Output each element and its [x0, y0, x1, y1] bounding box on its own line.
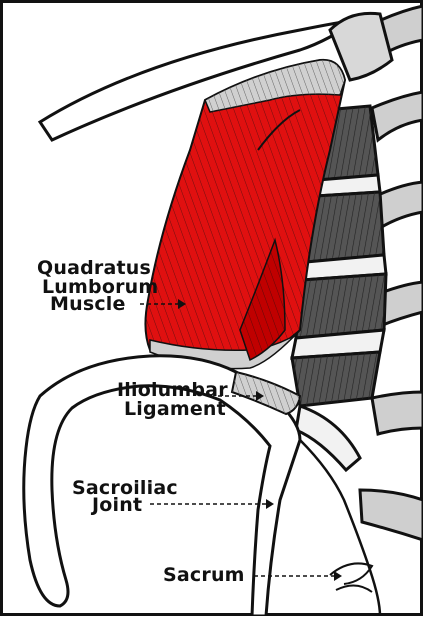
- label-quadratus-line3: Muscle: [50, 294, 126, 315]
- label-sacrum: Sacrum: [163, 565, 245, 586]
- rib-5: [372, 392, 423, 434]
- label-iliolumbar-line2: Ligament: [124, 399, 226, 420]
- label-sacroiliac-line2: Joint: [92, 495, 142, 516]
